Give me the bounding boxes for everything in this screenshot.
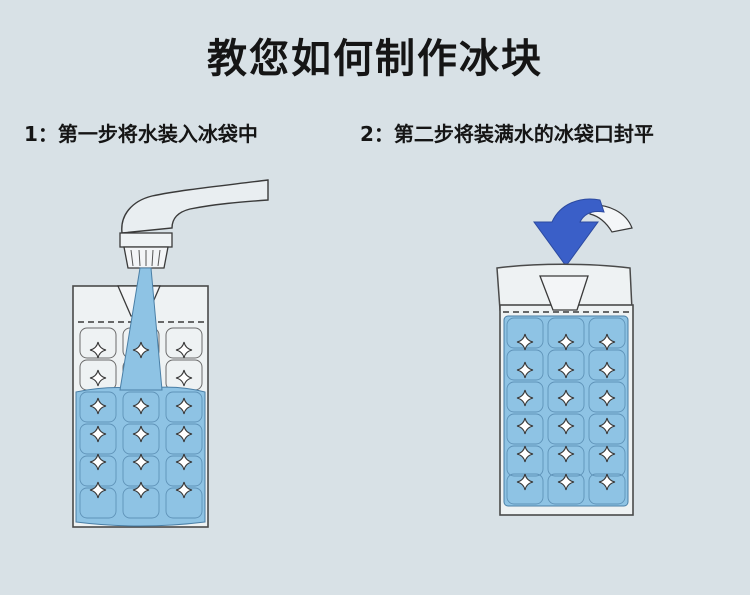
step-2-label: 2：第二步将装满水的冰袋口封平 (360, 122, 654, 146)
page-title: 教您如何制作冰块 (207, 36, 543, 82)
ice-bag-sealed (496, 263, 634, 516)
ice-bag-filling (72, 267, 209, 528)
step-1-label: 1：第一步将水装入冰袋中 (24, 122, 258, 146)
seal-arrow-icon (533, 198, 633, 267)
faucet (119, 179, 269, 269)
